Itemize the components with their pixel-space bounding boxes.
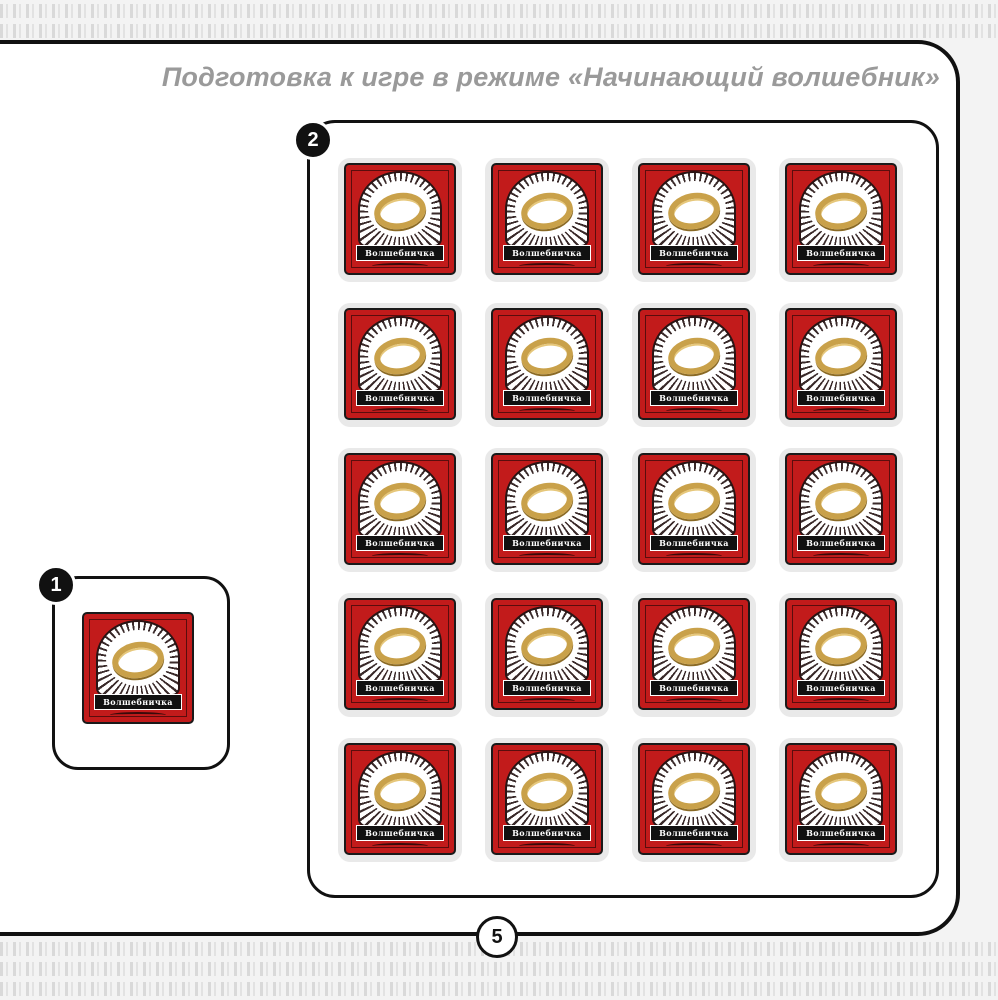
token-label: Волшебничка bbox=[503, 680, 591, 696]
token: Волшебничка bbox=[491, 163, 603, 275]
token: Волшебничка bbox=[785, 453, 897, 565]
token-label: Волшебничка bbox=[356, 390, 444, 406]
single-token: Волшебничка bbox=[82, 612, 206, 736]
grid-token: Волшебничка bbox=[338, 303, 462, 427]
token-label: Волшебничка bbox=[797, 390, 885, 406]
token: Волшебничка bbox=[638, 453, 750, 565]
page-number: 5 bbox=[476, 916, 518, 958]
grid-token: Волшебничка bbox=[485, 303, 609, 427]
token-label: Волшебничка bbox=[650, 680, 738, 696]
token-label: Волшебничка bbox=[650, 535, 738, 551]
step-1-badge: 1 bbox=[36, 565, 76, 605]
grid-token: Волшебничка bbox=[632, 593, 756, 717]
grid-token: Волшебничка bbox=[779, 158, 903, 282]
token-label: Волшебничка bbox=[356, 680, 444, 696]
token: Волшебничка bbox=[638, 163, 750, 275]
token-label: Волшебничка bbox=[797, 680, 885, 696]
token: Волшебничка bbox=[344, 453, 456, 565]
token: Волшебничка bbox=[491, 743, 603, 855]
token-label: Волшебничка bbox=[503, 390, 591, 406]
token: Волшебничка bbox=[638, 598, 750, 710]
token: Волшебничка bbox=[638, 743, 750, 855]
token: Волшебничка bbox=[344, 163, 456, 275]
token-label: Волшебничка bbox=[356, 535, 444, 551]
grid-token: Волшебничка bbox=[485, 738, 609, 862]
grid-token: Волшебничка bbox=[632, 738, 756, 862]
grid-token: Волшебничка bbox=[632, 158, 756, 282]
grid-token: Волшебничка bbox=[632, 448, 756, 572]
grid-token: Волшебничка bbox=[338, 158, 462, 282]
token-label: Волшебничка bbox=[797, 825, 885, 841]
grid-token: Волшебничка bbox=[338, 593, 462, 717]
grid-token: Волшебничка bbox=[779, 593, 903, 717]
token: Волшебничка bbox=[785, 743, 897, 855]
grid-token: Волшебничка bbox=[485, 448, 609, 572]
token-label: Волшебничка bbox=[356, 245, 444, 261]
token: Волшебничка bbox=[785, 598, 897, 710]
token: Волшебничка bbox=[344, 743, 456, 855]
token-label: Волшебничка bbox=[650, 390, 738, 406]
token-label: Волшебничка bbox=[503, 825, 591, 841]
token: Волшебничка bbox=[638, 308, 750, 420]
token-label: Волшебничка bbox=[797, 535, 885, 551]
grid-token: Волшебничка bbox=[779, 738, 903, 862]
grid-token: Волшебничка bbox=[779, 303, 903, 427]
step-2-badge: 2 bbox=[293, 120, 333, 160]
token: Волшебничка bbox=[785, 163, 897, 275]
token: Волшебничка bbox=[491, 598, 603, 710]
grid-token: Волшебничка bbox=[338, 448, 462, 572]
token: Волшебничка bbox=[785, 308, 897, 420]
grid-token: Волшебничка bbox=[632, 303, 756, 427]
token: Волшебничка bbox=[491, 453, 603, 565]
grid-token: Волшебничка bbox=[779, 448, 903, 572]
token: Волшебничка bbox=[344, 598, 456, 710]
page-title: Подготовка к игре в режиме «Начинающий в… bbox=[161, 62, 940, 92]
token-label: Волшебничка bbox=[503, 535, 591, 551]
grid-token: Волшебничка bbox=[485, 158, 609, 282]
token-label: Волшебничка bbox=[94, 694, 182, 710]
grid-token: Волшебничка bbox=[485, 593, 609, 717]
token: Волшебничка bbox=[82, 612, 194, 724]
token-label: Волшебничка bbox=[356, 825, 444, 841]
token-label: Волшебничка bbox=[650, 825, 738, 841]
token-label: Волшебничка bbox=[650, 245, 738, 261]
token-label: Волшебничка bbox=[797, 245, 885, 261]
token: Волшебничка bbox=[344, 308, 456, 420]
token-label: Волшебничка bbox=[503, 245, 591, 261]
grid-token: Волшебничка bbox=[338, 738, 462, 862]
token: Волшебничка bbox=[491, 308, 603, 420]
